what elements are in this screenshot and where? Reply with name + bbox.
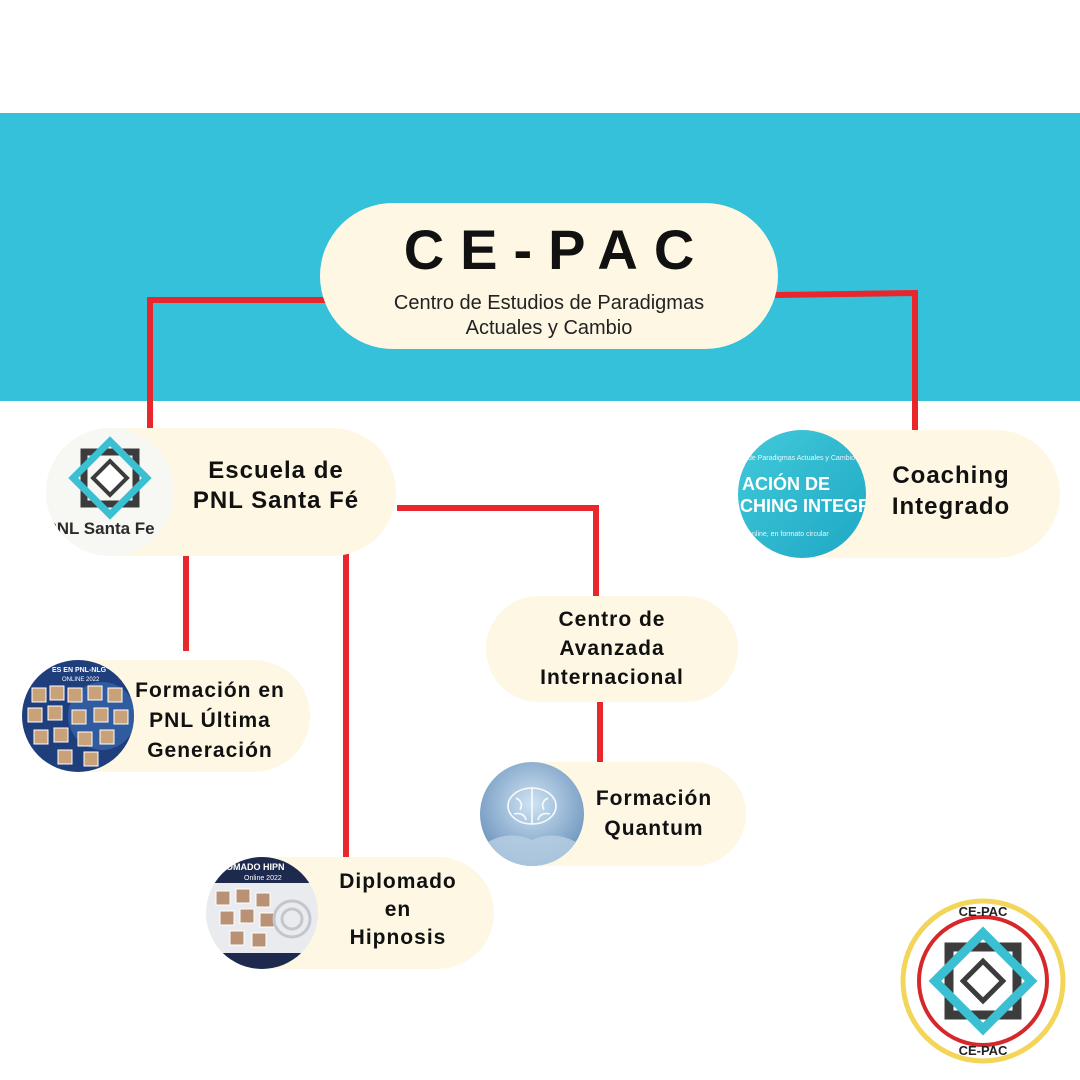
- formacion-pnl-label-line1: Formación en: [135, 679, 285, 702]
- quantum-label-line2: Quantum: [604, 817, 704, 840]
- centro-label-line3: Internacional: [540, 666, 684, 689]
- coaching-label-line1: Coaching: [892, 462, 1010, 489]
- coaching-image-mid1: ACIÓN DE: [742, 473, 830, 494]
- cepac-subtitle-line1: Centro de Estudios de Paradigmas: [393, 292, 705, 314]
- cepac-subtitle-line2: Actuales y Cambio: [465, 317, 633, 339]
- brain-icon: [507, 787, 557, 825]
- corner-logo-bottom-text: CE-PAC: [959, 1043, 1008, 1058]
- cepac-main-node: CE-PAC Centro de Estudios de Paradigmas …: [320, 203, 778, 349]
- cepac-title: CE-PAC: [403, 218, 711, 281]
- formacion-pnl-label-line3: Generación: [147, 739, 273, 762]
- centro-node: [486, 596, 738, 702]
- coaching-image-mid2: CHING INTEGR: [740, 496, 866, 516]
- connector-cepac-escuela: [147, 297, 328, 431]
- formacion-pnl-image-top: ES EN PNL-NLG: [52, 667, 107, 674]
- diplomado-label-line2: en: [384, 898, 412, 921]
- escuela-label-line2: PNL Santa Fé: [192, 487, 360, 514]
- coaching-image-top: de Paradigmas Actuales y Cambio: [748, 455, 855, 462]
- centro-label-line1: Centro de: [558, 608, 666, 631]
- cepac-corner-logo: CE-PAC CE-PAC: [900, 898, 1066, 1064]
- diplomado-image-top: OMADO HIPN: [226, 862, 285, 872]
- connector-escuela-centro: [397, 505, 599, 600]
- formacion-pnl-image-sub: ONLINE 2022: [62, 677, 100, 683]
- escuela-label-line1: Escuela de: [208, 457, 344, 484]
- coaching-image-bottom: nline, en formato circular: [752, 531, 829, 538]
- cepac-subtitle: Centro de Estudios de Paradigmas Actuale…: [320, 291, 778, 341]
- formacion-pnl-image: ES EN PNL-NLG ONLINE 2022: [22, 660, 134, 772]
- connector-cepac-coaching: [774, 289, 918, 433]
- pnl-santa-fe-logo: PNL Santa Fe: [46, 428, 174, 556]
- coaching-label-line2: Integrado: [891, 493, 1011, 520]
- diplomado-label: Diplomado en Hipnosis: [318, 868, 478, 952]
- diplomado-image: OMADO HIPN Online 2022: [206, 857, 318, 969]
- corner-logo-top-text: CE-PAC: [959, 904, 1008, 919]
- diplomado-image-sub: Online 2022: [244, 875, 282, 882]
- formacion-pnl-label: Formación en PNL Última Generación: [122, 676, 298, 766]
- quantum-image: [480, 762, 584, 866]
- centro-label: Centro de Avanzada Internacional: [486, 605, 738, 692]
- centro-label-line2: Avanzada: [559, 637, 665, 660]
- escuela-label: Escuela de PNL Santa Fé: [176, 456, 376, 516]
- diplomado-label-line1: Diplomado: [339, 870, 457, 893]
- diplomado-label-line3: Hipnosis: [349, 926, 447, 949]
- quantum-label: Formación Quantum: [582, 784, 726, 844]
- coaching-label: Coaching Integrado: [872, 460, 1030, 522]
- pnl-santa-fe-logo-text: PNL Santa Fe: [46, 519, 155, 538]
- coaching-image: de Paradigmas Actuales y Cambio ACIÓN DE…: [738, 430, 866, 558]
- formacion-pnl-label-line2: PNL Última: [149, 709, 271, 732]
- quantum-label-line1: Formación: [595, 787, 713, 810]
